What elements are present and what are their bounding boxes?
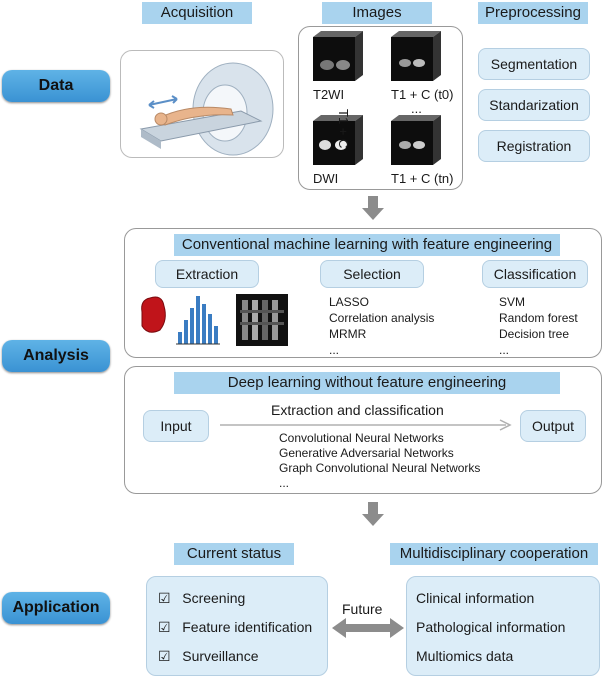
header-images: Images	[322, 2, 432, 24]
network-gan: Generative Adversarial Networks	[279, 446, 454, 460]
t1c-tn-image	[391, 115, 441, 165]
section-application: Application	[2, 592, 110, 624]
selection-pill: Selection	[320, 260, 424, 288]
output-pill: Output	[520, 410, 586, 442]
extraction-classification-label: Extraction and classification	[271, 402, 444, 418]
classification-pill: Classification	[482, 260, 588, 288]
header-preprocessing: Preprocessing	[478, 2, 588, 24]
double-arrow-icon	[332, 618, 404, 638]
mri-images	[313, 31, 441, 165]
mri-scanner-illustration	[139, 62, 274, 156]
preprocessing-registration: Registration	[478, 130, 590, 162]
texture-matrix-icon	[236, 294, 288, 346]
conventional-ml-title: Conventional machine learning with featu…	[174, 234, 560, 256]
label-dwi: DWI	[313, 171, 339, 186]
checkbox-icon: ☑	[158, 648, 171, 664]
label-t1c-tn: T1 + C (tn)	[391, 171, 454, 186]
section-data: Data	[2, 70, 110, 102]
checkbox-icon: ☑	[158, 590, 171, 606]
images-panel: T2WI T1 + C (t0) ... T1 + C DWI T1 + C (…	[298, 26, 463, 190]
current-status-header: Current status	[174, 543, 294, 565]
network-gcn: Graph Convolutional Neural Networks	[279, 461, 481, 475]
checkbox-icon: ☑	[158, 619, 171, 635]
network-more: ...	[279, 476, 290, 490]
header-acquisition: Acquisition	[142, 2, 252, 24]
input-pill: Input	[143, 410, 209, 442]
status-item-surveillance: ☑ Surveillance	[158, 648, 259, 665]
preprocessing-standarization: Standarization	[478, 89, 590, 121]
cooperation-box	[406, 576, 600, 676]
status-item-label: Surveillance	[182, 648, 259, 664]
network-cnn: Convolutional Neural Networks	[279, 431, 444, 445]
selection-item-lasso: LASSO	[329, 295, 370, 309]
label-t1c-vertical: T1 + C	[336, 109, 351, 149]
selection-item-mrmr: MRMR	[329, 327, 367, 341]
multidisciplinary-header: Multidisciplinary cooperation	[390, 543, 598, 565]
classification-item-decision-tree: Decision tree	[499, 327, 570, 341]
classification-item-more: ...	[499, 343, 510, 357]
acquisition-panel	[120, 50, 284, 158]
deep-learning-title: Deep learning without feature engineerin…	[174, 372, 560, 394]
selection-item-more: ...	[329, 343, 340, 357]
t1c-t0-image	[391, 31, 441, 81]
classification-item-random-forest: Random forest	[499, 311, 578, 325]
label-t2wi: T2WI	[313, 87, 345, 102]
feature-illustrations	[141, 294, 288, 346]
t2wi-image	[313, 31, 363, 81]
right-arrow-icon	[220, 419, 512, 431]
coop-item-multiomics: Multiomics data	[416, 648, 514, 664]
label-t1c-t0: T1 + C (t0)	[391, 87, 454, 102]
status-item-feature-identification: ☑ Feature identification	[158, 619, 312, 636]
down-arrow-icon	[362, 196, 384, 220]
dwi-image	[313, 115, 363, 165]
down-arrow-icon	[362, 502, 384, 526]
future-label: Future	[342, 601, 383, 617]
tumor-shape-icon	[141, 296, 166, 333]
classification-item-svm: SVM	[499, 295, 526, 309]
preprocessing-segmentation: Segmentation	[478, 48, 590, 80]
status-item-label: Screening	[182, 590, 246, 606]
section-analysis: Analysis	[2, 340, 110, 372]
status-item-screening: ☑ Screening	[158, 590, 245, 607]
extraction-pill: Extraction	[155, 260, 259, 288]
current-status-box	[146, 576, 328, 676]
coop-item-clinical: Clinical information	[416, 590, 535, 606]
histogram-icon	[176, 296, 220, 345]
label-ellipsis: ...	[411, 101, 422, 116]
coop-item-pathological: Pathological information	[416, 619, 566, 635]
selection-item-correlation: Correlation analysis	[329, 311, 435, 325]
status-item-label: Feature identification	[182, 619, 313, 635]
